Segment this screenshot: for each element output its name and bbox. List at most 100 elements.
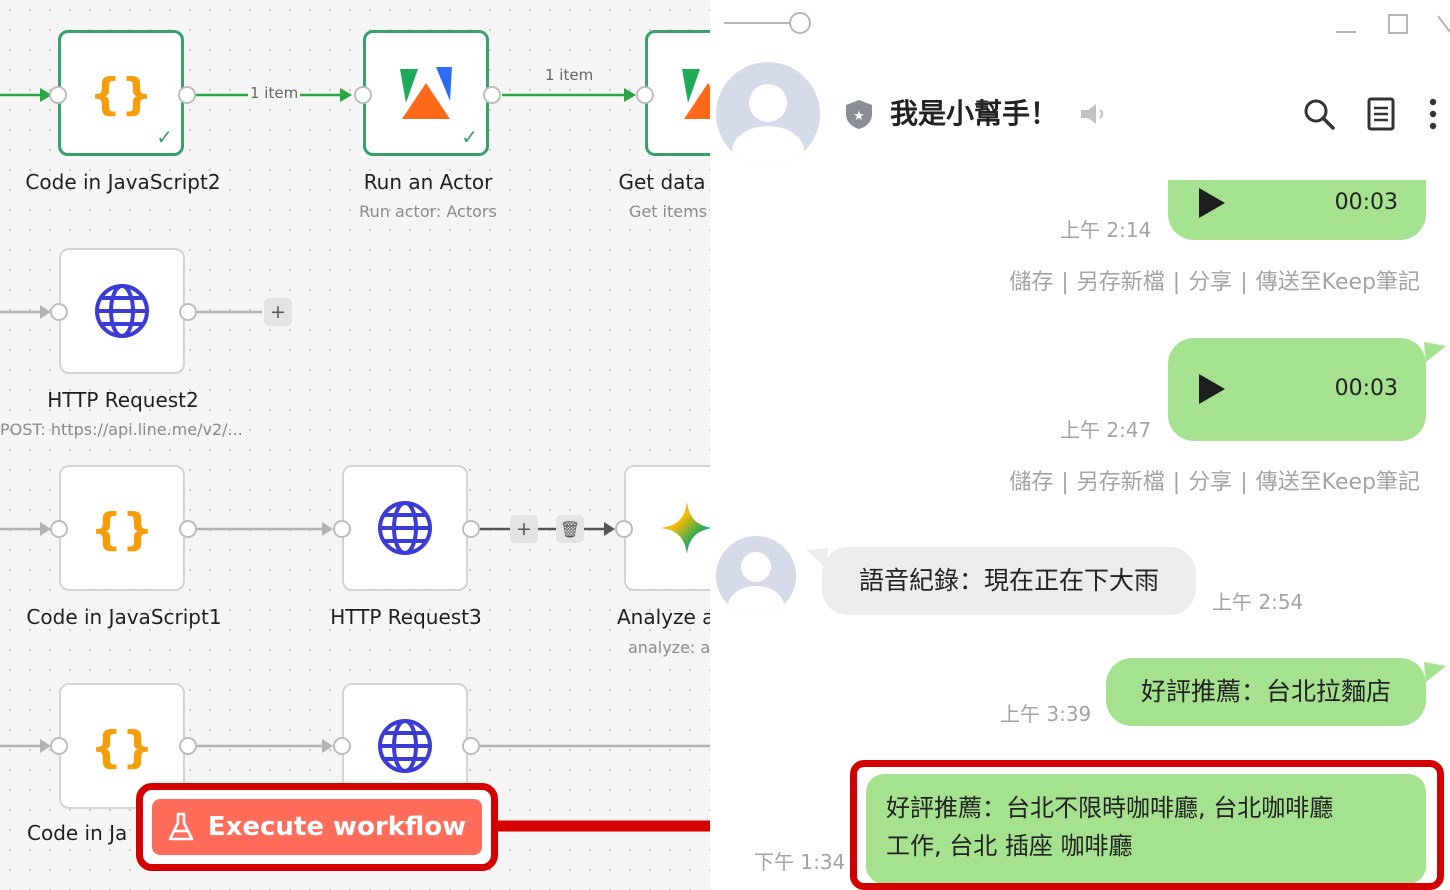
more-options-icon[interactable] bbox=[1426, 96, 1440, 132]
minimize-icon[interactable] bbox=[1332, 10, 1360, 38]
message-line: 好評推薦：台北不限時咖啡廳, 台北咖啡廳 bbox=[886, 794, 1334, 822]
opacity-slider[interactable] bbox=[722, 10, 814, 36]
play-icon[interactable] bbox=[1199, 188, 1225, 218]
bubble-tail bbox=[1424, 662, 1446, 682]
send-to-keep-link[interactable]: 傳送至Keep筆記 bbox=[1255, 270, 1420, 295]
received-message[interactable]: 語音紀錄：現在正在下大雨 bbox=[822, 547, 1196, 615]
output-port[interactable] bbox=[179, 520, 197, 538]
input-port[interactable] bbox=[636, 86, 654, 104]
node-label: HTTP Request2 bbox=[47, 388, 199, 412]
speaker-muted-icon[interactable] bbox=[1078, 100, 1106, 128]
edge-item-count: 1 item bbox=[543, 66, 596, 84]
chat-window: ★ 我是小幫手！ 00:03 上午 2:14 儲存|另存新檔|分享|傳送至Kee… bbox=[710, 0, 1450, 890]
arrow-icon bbox=[340, 88, 352, 102]
message-time: 上午 2:47 bbox=[1060, 418, 1152, 442]
output-port[interactable] bbox=[179, 303, 197, 321]
message-time: 上午 3:39 bbox=[1000, 702, 1092, 726]
node-get-data[interactable] bbox=[645, 30, 710, 156]
svg-text:{}: {} bbox=[92, 722, 152, 773]
contact-avatar[interactable] bbox=[716, 62, 820, 166]
input-port[interactable] bbox=[333, 520, 351, 538]
node-run-an-actor[interactable]: ✓ bbox=[363, 30, 489, 156]
message-time: 下午 1:34 bbox=[754, 850, 846, 874]
input-port[interactable] bbox=[50, 737, 68, 755]
notes-icon[interactable] bbox=[1366, 96, 1396, 132]
node-analyze[interactable] bbox=[624, 465, 710, 591]
save-as-link[interactable]: 另存新檔 bbox=[1076, 470, 1165, 495]
add-node-button[interactable]: + bbox=[510, 515, 538, 543]
bubble-tail bbox=[1424, 342, 1446, 362]
message-time: 上午 2:54 bbox=[1212, 590, 1304, 614]
add-node-button[interactable]: + bbox=[264, 298, 292, 326]
play-icon[interactable] bbox=[1199, 374, 1225, 404]
workflow-canvas[interactable]: 1 item 1 item {} ✓ Code in JavaScript2 ✓… bbox=[0, 0, 710, 890]
output-port[interactable] bbox=[178, 86, 196, 104]
trash-icon[interactable]: 🗑 bbox=[556, 515, 584, 543]
output-port[interactable] bbox=[483, 86, 501, 104]
execute-workflow-button[interactable]: Execute workflow bbox=[152, 799, 482, 855]
node-http-request3[interactable] bbox=[342, 465, 468, 591]
node-http-request2[interactable] bbox=[59, 248, 185, 374]
share-link[interactable]: 分享 bbox=[1188, 470, 1233, 495]
node-code-in-javascript2[interactable]: {} ✓ bbox=[58, 30, 184, 156]
node-subtitle: POST: https://api.line.me/v2/... bbox=[0, 420, 243, 439]
execute-highlight-frame: Execute workflow bbox=[136, 783, 498, 871]
save-as-link[interactable]: 另存新檔 bbox=[1076, 270, 1165, 295]
maximize-icon[interactable] bbox=[1384, 10, 1412, 38]
shield-icon: ★ bbox=[846, 100, 872, 129]
output-port[interactable] bbox=[179, 737, 197, 755]
node-label: Code in JavaScript2 bbox=[25, 170, 221, 194]
input-port[interactable] bbox=[615, 520, 633, 538]
message-highlight-frame bbox=[850, 760, 1444, 890]
curly-braces-icon: {} bbox=[91, 69, 151, 120]
arrow-icon bbox=[40, 88, 52, 102]
node-label: Analyze a bbox=[617, 605, 710, 629]
chat-title: 我是小幫手！ bbox=[890, 97, 1059, 130]
success-check-icon: ✓ bbox=[156, 125, 173, 149]
message-time: 上午 2:14 bbox=[1060, 218, 1152, 242]
message-line: 工作, 台北 插座 咖啡廳 bbox=[886, 832, 1133, 860]
voice-message-bubble[interactable]: 00:03 bbox=[1168, 338, 1426, 441]
file-actions: 儲存|另存新檔|分享|傳送至Keep筆記 bbox=[1009, 270, 1420, 295]
flask-icon bbox=[168, 812, 194, 841]
send-to-keep-link[interactable]: 傳送至Keep筆記 bbox=[1255, 470, 1420, 495]
file-actions: 儲存|另存新檔|分享|傳送至Keep筆記 bbox=[1009, 470, 1420, 495]
bubble-tail bbox=[806, 548, 828, 568]
connection-wires bbox=[0, 88, 710, 753]
input-port[interactable] bbox=[333, 737, 351, 755]
node-label: Code in Ja bbox=[27, 821, 128, 845]
success-check-icon: ✓ bbox=[461, 125, 478, 149]
execute-workflow-label: Execute workflow bbox=[207, 812, 467, 842]
input-port[interactable] bbox=[50, 303, 68, 321]
share-link[interactable]: 分享 bbox=[1188, 270, 1233, 295]
node-subtitle: analyze: a bbox=[628, 638, 710, 657]
input-port[interactable] bbox=[354, 86, 372, 104]
globe-icon bbox=[378, 501, 432, 555]
save-link[interactable]: 儲存 bbox=[1009, 270, 1054, 295]
arrow-icon bbox=[624, 88, 636, 102]
input-port[interactable] bbox=[50, 520, 68, 538]
curly-braces-icon: {} bbox=[92, 504, 152, 555]
save-link[interactable]: 儲存 bbox=[1009, 470, 1054, 495]
voice-message-bubble[interactable]: 00:03 bbox=[1168, 180, 1426, 240]
sender-avatar[interactable] bbox=[716, 536, 796, 616]
node-label: Run an Actor bbox=[363, 170, 493, 194]
globe-icon bbox=[378, 719, 432, 773]
apify-logo-icon bbox=[400, 67, 452, 119]
search-icon[interactable] bbox=[1302, 97, 1336, 131]
output-port[interactable] bbox=[462, 737, 480, 755]
node-code-in-javascript1[interactable]: {} bbox=[59, 465, 185, 591]
gemini-sparkle-icon bbox=[661, 502, 710, 554]
globe-icon bbox=[95, 284, 149, 338]
message-list[interactable]: 00:03 上午 2:14 儲存|另存新檔|分享|傳送至Keep筆記 00:03… bbox=[710, 180, 1450, 890]
node-label: Code in JavaScript1 bbox=[26, 605, 222, 629]
output-port[interactable] bbox=[462, 520, 480, 538]
node-subtitle: Run actor: Actors bbox=[359, 202, 497, 221]
input-port[interactable] bbox=[49, 86, 67, 104]
voice-duration: 00:03 bbox=[1334, 376, 1398, 401]
svg-text:{}: {} bbox=[92, 504, 152, 555]
close-icon[interactable] bbox=[1434, 10, 1450, 38]
sent-message[interactable]: 好評推薦：台北拉麵店 bbox=[1106, 658, 1426, 726]
sent-message[interactable]: 好評推薦：台北不限時咖啡廳, 台北咖啡廳 工作, 台北 插座 咖啡廳 bbox=[866, 774, 1426, 884]
node-label: HTTP Request3 bbox=[330, 605, 482, 629]
